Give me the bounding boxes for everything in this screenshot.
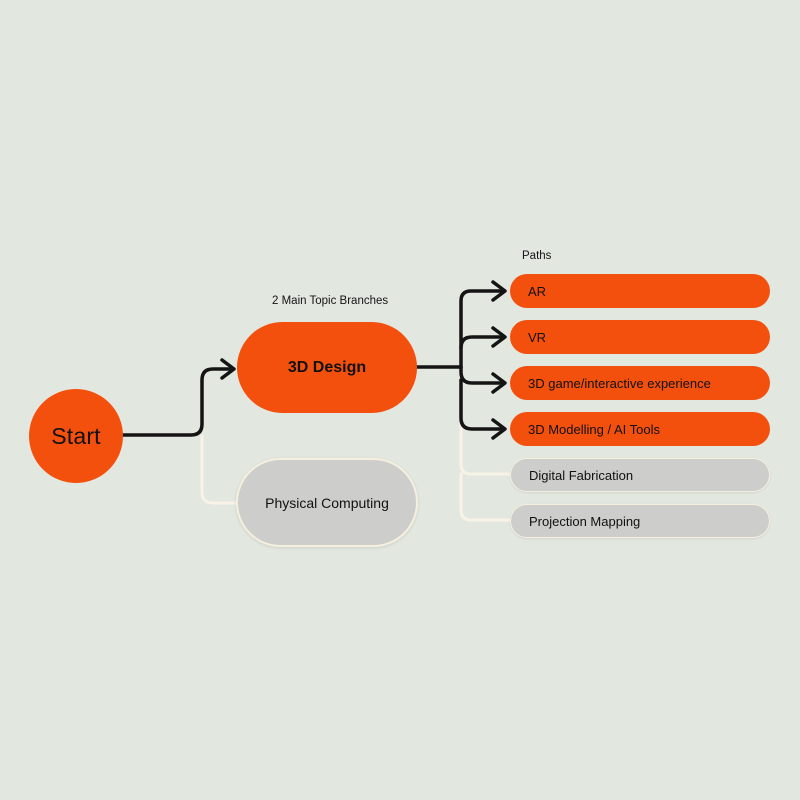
arrowhead-3d-modelling [491, 418, 507, 440]
start-node-label: Start [51, 422, 101, 449]
connector-trunk-to-3d-game[interactable] [459, 365, 505, 385]
path-node-projection-mapping[interactable]: Projection Mapping [510, 504, 770, 538]
path-node-ar[interactable]: AR [510, 274, 770, 308]
annotation-paths[interactable]: Paths [522, 250, 552, 262]
path-node-3d-game[interactable]: 3D game/interactive experience [510, 366, 770, 400]
path-node-digital-fabrication[interactable]: Digital Fabrication [510, 458, 770, 492]
arrowhead-3d-design [220, 358, 236, 380]
connector-trunk-to-ar[interactable] [459, 289, 505, 369]
annotation-main-topic-branches[interactable]: 2 Main Topic Branches [272, 295, 389, 307]
path-node-ar-label: AR [528, 283, 547, 299]
connector-start-to-physical-computing[interactable] [200, 434, 237, 505]
path-node-projection-mapping-label: Projection Mapping [529, 513, 641, 529]
connector-start-to-3d-design[interactable] [120, 367, 234, 437]
path-node-digital-fabrication-label: Digital Fabrication [529, 467, 634, 483]
path-node-3d-game-label: 3D game/interactive experience [528, 375, 711, 391]
arrowhead-3d-game [491, 372, 507, 394]
arrowhead-ar [491, 280, 507, 302]
path-node-3d-modelling[interactable]: 3D Modelling / AI Tools [510, 412, 770, 446]
connector-trunk-to-digital-fabrication[interactable] [459, 410, 511, 476]
path-node-3d-modelling-label: 3D Modelling / AI Tools [528, 421, 660, 437]
node-physical-computing-label: Physical Computing [265, 494, 389, 511]
connector-trunk-to-vr[interactable] [459, 335, 505, 350]
path-node-vr[interactable]: VR [510, 320, 770, 354]
arrowhead-vr [491, 326, 507, 348]
start-node[interactable]: Start [29, 389, 123, 483]
connector-trunk-to-projection-mapping[interactable] [459, 472, 511, 522]
node-physical-computing[interactable]: Physical Computing [236, 458, 418, 547]
node-3d-design-label: 3D Design [287, 358, 367, 376]
path-node-vr-label: VR [528, 329, 547, 345]
node-3d-design[interactable]: 3D Design [237, 322, 417, 413]
connector-trunk-to-3d-modelling[interactable] [459, 378, 505, 431]
